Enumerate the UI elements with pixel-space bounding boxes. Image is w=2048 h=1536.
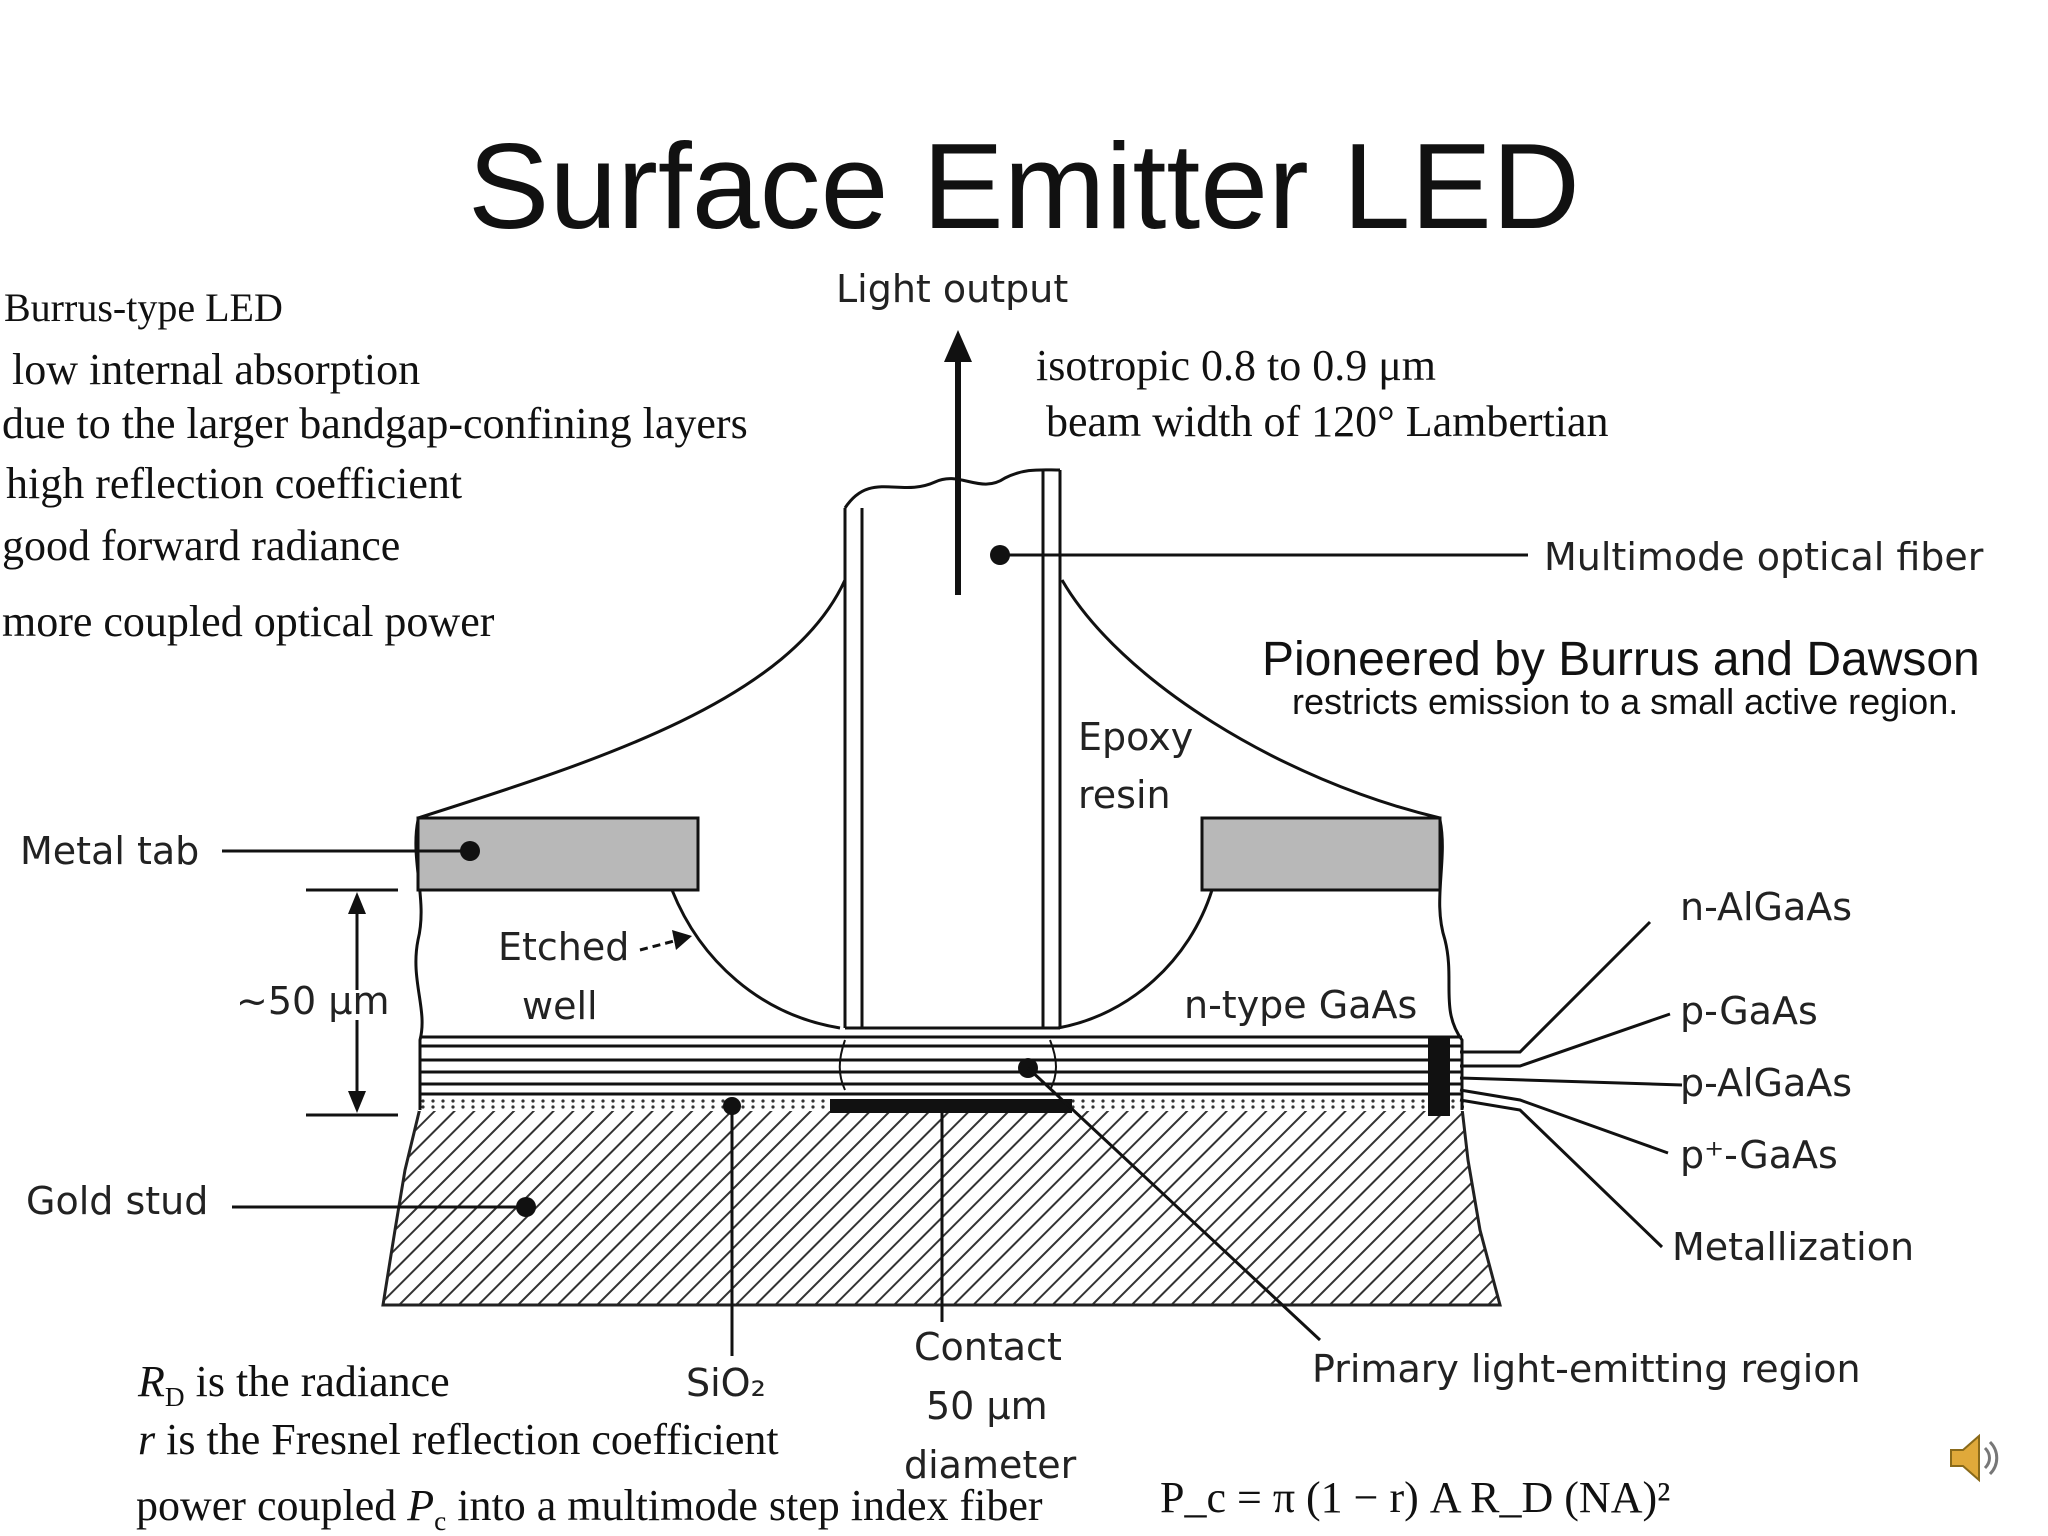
label-sio2: SiO₂ — [686, 1361, 766, 1405]
power-text-2: into a multimode step index fiber — [457, 1481, 1043, 1530]
metal-tab-left — [416, 816, 700, 892]
rd-subscript: D — [164, 1381, 185, 1412]
metal-tab-right — [1200, 816, 1442, 892]
note-power-coupled: power coupled Pc into a multimode step i… — [136, 1484, 1043, 1535]
beam-isotropic: isotropic — [1036, 341, 1190, 390]
label-well: well — [522, 984, 598, 1028]
layer-leaders — [1459, 920, 1683, 1249]
beam-note-line1: isotropic 0.8 to 0.9 μm — [1036, 344, 1436, 388]
label-gold-stud: Gold stud — [26, 1179, 209, 1223]
label-metallization: Metallization — [1672, 1225, 1915, 1269]
label-contact: Contact — [914, 1325, 1062, 1369]
label-primary-region: Primary light-emitting region — [1312, 1347, 1861, 1391]
beam-note-line2: beam width of 120° Lambertian — [1046, 397, 1609, 446]
note-bandgap-layers: due to the larger bandgap-confining laye… — [2, 399, 748, 448]
label-light-output: Light output — [836, 267, 1069, 311]
contact-pad — [830, 1099, 1072, 1113]
layer-edge-block — [1428, 1036, 1450, 1116]
label-epoxy: Epoxy — [1078, 715, 1194, 759]
coupled-power-equation: P_c = π (1 − r) A R_D (NA)² — [1160, 1473, 1671, 1522]
label-n-type-gaas: n-type GaAs — [1184, 983, 1418, 1027]
label-etched: Etched — [498, 925, 630, 969]
label-thickness: ~50 μm — [236, 979, 390, 1023]
label-p-gaas: p-GaAs — [1680, 989, 1818, 1033]
label-metal-tab: Metal tab — [20, 829, 200, 873]
power-subscript: c — [434, 1505, 447, 1536]
label-resin: resin — [1078, 773, 1171, 817]
r-text: is the Fresnel reflection coefficient — [166, 1415, 779, 1464]
note-coupled-power: more coupled optical power — [2, 597, 495, 646]
label-contact-diameter: diameter — [904, 1443, 1077, 1487]
r-symbol: r — [138, 1415, 156, 1464]
label-n-algaas: n-AlGaAs — [1680, 885, 1853, 929]
callout-headline: Pioneered by Burrus and Dawson — [1262, 633, 1980, 686]
fiber-drawing — [843, 468, 1062, 1030]
note-low-absorption: low internal absorption — [12, 345, 421, 394]
note-burrus-type: Burrus-type LED — [4, 285, 283, 330]
note-radiance: RD is the radiance — [138, 1360, 450, 1411]
slide-title: Surface Emitter LED — [468, 118, 1580, 254]
note-reflection: high reflection coefficient — [6, 459, 463, 508]
thickness-dimension — [306, 888, 398, 1117]
label-fiber: Multimode optical fiber — [1544, 535, 1984, 579]
label-p-algaas: p-AlGaAs — [1680, 1061, 1853, 1105]
layer-stack — [420, 1035, 1462, 1096]
power-text-1: power coupled — [136, 1481, 397, 1530]
callout-subline: restricts emission to a small active reg… — [1292, 681, 1959, 722]
power-symbol: P — [407, 1481, 435, 1530]
rd-text: is the radiance — [195, 1357, 450, 1406]
label-p-plus-gaas: p⁺-GaAs — [1680, 1133, 1838, 1177]
rd-symbol: R — [138, 1357, 165, 1406]
speaker-icon[interactable] — [1945, 1428, 2005, 1488]
label-contact-size: 50 μm — [926, 1384, 1048, 1428]
note-fresnel: r is the Fresnel reflection coefficient — [138, 1418, 779, 1462]
note-forward-radiance: good forward radiance — [2, 521, 401, 570]
beam-wavelength: 0.8 to 0.9 μm — [1200, 341, 1437, 390]
